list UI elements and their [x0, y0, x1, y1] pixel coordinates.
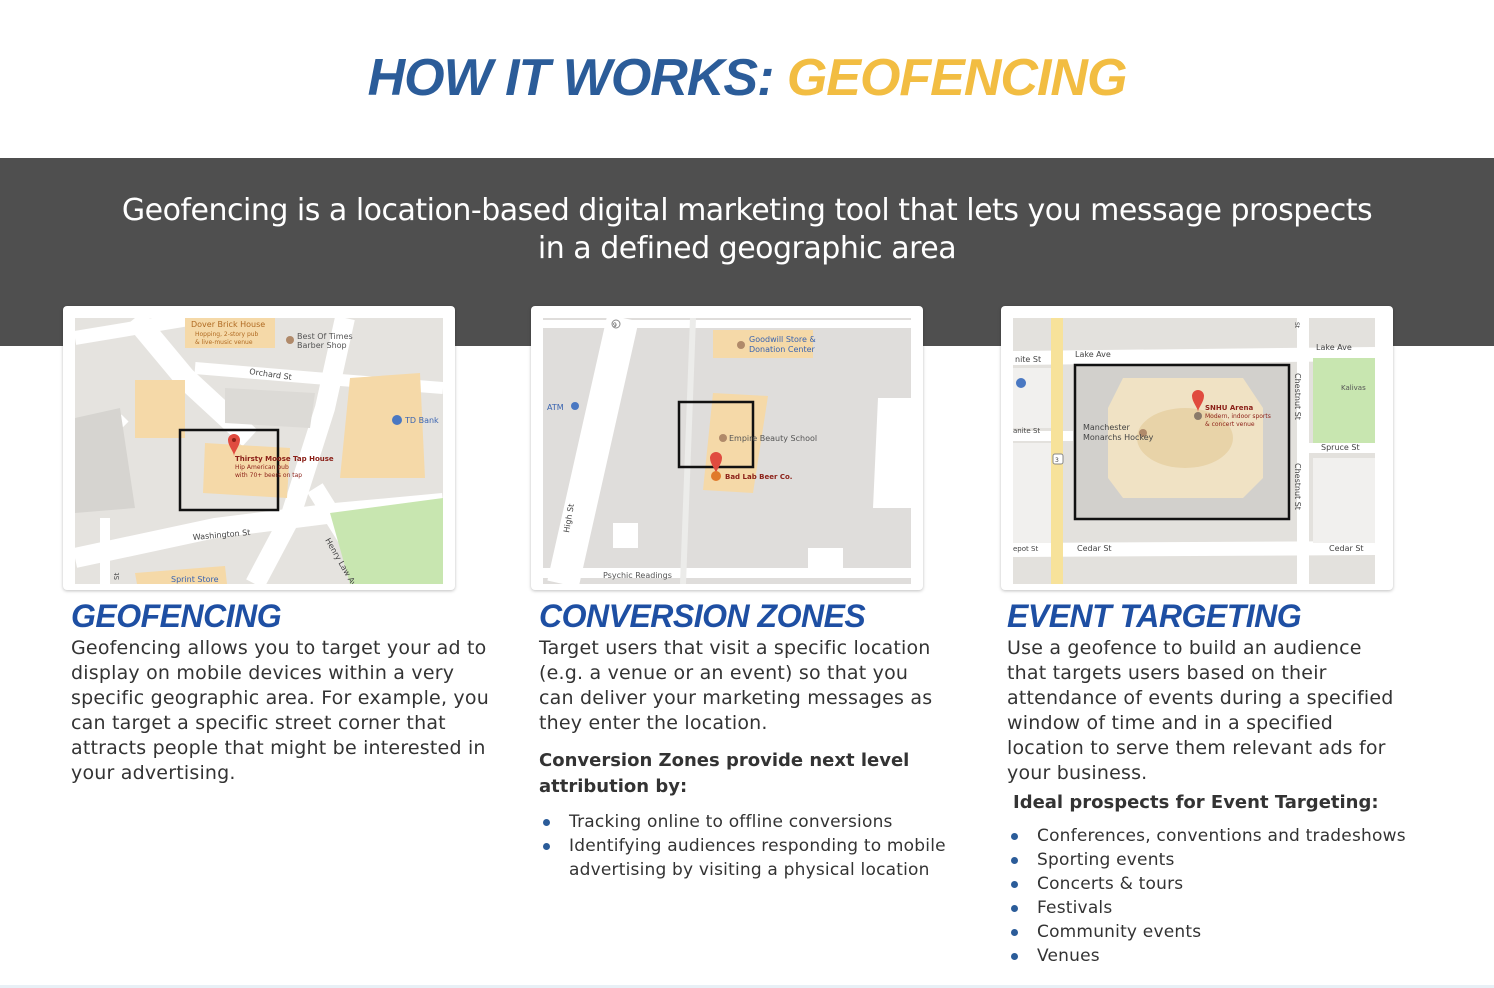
- list-item: Tracking online to offline conversions: [539, 810, 949, 834]
- svg-text:& live-music venue: & live-music venue: [195, 339, 253, 346]
- svg-text:Modern, indoor sports: Modern, indoor sports: [1205, 413, 1271, 420]
- svg-text:Cedar St: Cedar St: [1329, 544, 1364, 553]
- svg-text:Lake Ave: Lake Ave: [1075, 350, 1111, 359]
- svg-text:Kalivas: Kalivas: [1341, 384, 1366, 392]
- bottom-divider: [0, 985, 1494, 988]
- section-heading: EVENT TARGETING: [1007, 598, 1302, 634]
- svg-text:Thirsty Moose Tap House: Thirsty Moose Tap House: [235, 455, 334, 463]
- geofencing-map: Dover Brick House Hopping, 2-story pub &…: [75, 318, 443, 584]
- svg-text:with 70+ beers on tap: with 70+ beers on tap: [235, 472, 302, 479]
- section-heading: CONVERSION ZONES: [539, 598, 866, 634]
- list-item: Conferences, conventions and tradeshows: [1007, 824, 1447, 848]
- intro-text: Geofencing is a location-based digital m…: [60, 192, 1434, 268]
- svg-text:Hopping, 2-story pub: Hopping, 2-story pub: [195, 331, 259, 338]
- section-event-targeting: EVENT TARGETING Use a geofence to build …: [1007, 598, 1447, 968]
- svg-text:Monarchs Hockey: Monarchs Hockey: [1083, 433, 1154, 442]
- svg-text:Cedar St: Cedar St: [1077, 544, 1112, 553]
- conversion-zones-map: 9 Goodwill Store & Donation Center ATM E…: [543, 318, 911, 584]
- map-card-conversion-zones: 9 Goodwill Store & Donation Center ATM E…: [531, 306, 923, 590]
- svg-text:Psychic Readings: Psychic Readings: [603, 571, 672, 580]
- svg-text:Chestnut St: Chestnut St: [1293, 463, 1302, 510]
- svg-text:Barber Shop: Barber Shop: [297, 341, 347, 350]
- svg-text:Dover Brick House: Dover Brick House: [191, 320, 265, 329]
- svg-text:Empire Beauty School: Empire Beauty School: [729, 434, 817, 443]
- map-card-geofencing: Dover Brick House Hopping, 2-story pub &…: [63, 306, 455, 590]
- svg-text:St: St: [1293, 322, 1300, 329]
- svg-text:ATM: ATM: [547, 403, 564, 412]
- svg-text:Sprint Store: Sprint Store: [171, 575, 219, 584]
- svg-text:Goodwill Store &: Goodwill Store &: [749, 335, 816, 344]
- svg-text:& concert venue: & concert venue: [1205, 421, 1255, 428]
- page-title: HOW IT WORKS: GEOFENCING: [0, 48, 1494, 108]
- section-subhead: Conversion Zones provide next level attr…: [539, 750, 910, 797]
- svg-text:Hip American pub: Hip American pub: [235, 464, 289, 471]
- svg-text:epot St: epot St: [1013, 545, 1038, 553]
- intro-line-1: Geofencing is a location-based digital m…: [121, 193, 1373, 228]
- list-item: Sporting events: [1007, 848, 1447, 872]
- svg-text:Bad Lab Beer Co.: Bad Lab Beer Co.: [725, 473, 792, 481]
- svg-text:3: 3: [1055, 457, 1059, 464]
- svg-text:anite St: anite St: [1013, 427, 1040, 435]
- title-part-2: GEOFENCING: [786, 49, 1128, 107]
- map-card-event-targeting: nite St Lake Ave Lake Ave Kalivas anite …: [1001, 306, 1393, 590]
- svg-text:TD Bank: TD Bank: [404, 416, 439, 425]
- svg-text:Lake Ave: Lake Ave: [1316, 343, 1352, 352]
- list-item: Identifying audiences responding to mobi…: [539, 834, 949, 882]
- list-item: Festivals: [1007, 896, 1447, 920]
- svg-text:Best Of Times: Best Of Times: [297, 332, 353, 341]
- title-part-1: HOW IT WORKS:: [367, 49, 775, 107]
- intro-line-2: in a defined geographic area: [537, 231, 957, 266]
- section-body: Target users that visit a specific locat…: [539, 637, 933, 734]
- section-subhead: Ideal prospects for Event Targeting:: [1013, 792, 1379, 813]
- event-targeting-map: nite St Lake Ave Lake Ave Kalivas anite …: [1013, 318, 1375, 584]
- section-geofencing: GEOFENCING Geofencing allows you to targ…: [71, 598, 491, 786]
- section-body: Use a geofence to build an audience that…: [1007, 637, 1394, 784]
- svg-text:nite St: nite St: [1015, 355, 1041, 364]
- list-item: Venues: [1007, 944, 1447, 968]
- list-item: Concerts & tours: [1007, 872, 1447, 896]
- svg-text:SNHU Arena: SNHU Arena: [1205, 404, 1253, 412]
- bullet-list: Tracking online to offline conversions I…: [539, 810, 949, 882]
- section-conversion-zones: CONVERSION ZONES Target users that visit…: [539, 598, 949, 882]
- section-body: Geofencing allows you to target your ad …: [71, 637, 489, 784]
- svg-text:9: 9: [613, 322, 617, 329]
- svg-text:Chestnut St: Chestnut St: [1293, 373, 1302, 420]
- svg-text:St: St: [113, 573, 121, 580]
- svg-text:Manchester: Manchester: [1083, 423, 1130, 432]
- svg-text:Donation Center: Donation Center: [749, 345, 816, 354]
- svg-text:Spruce St: Spruce St: [1321, 443, 1360, 452]
- section-heading: GEOFENCING: [71, 598, 282, 634]
- bullet-list: Conferences, conventions and tradeshows …: [1007, 824, 1447, 968]
- list-item: Community events: [1007, 920, 1447, 944]
